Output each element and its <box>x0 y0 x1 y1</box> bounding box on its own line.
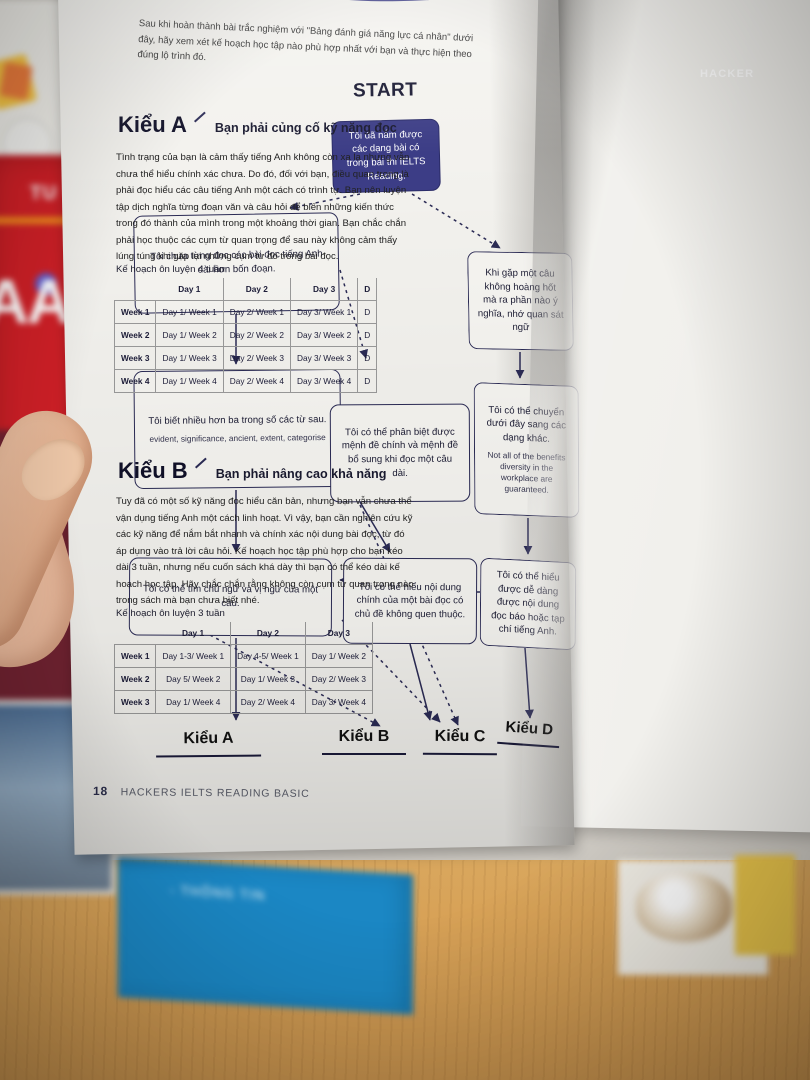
flow-node-d: Khi gặp một câu không hoàng hốt mà ra ph… <box>467 251 574 351</box>
section-b-body: Tuy đã có một số kỹ năng đọc hiểu căn bả… <box>116 496 414 606</box>
section-b-heading: Kiểu B Bạn phải nâng cao khả năng <box>118 457 387 484</box>
red-book-text-1: TU <box>30 183 58 204</box>
table-row-header: Week 3 <box>113 346 157 370</box>
table-column-header: Day 2 <box>230 622 306 645</box>
table-column-header: Day 3 <box>305 622 374 645</box>
pencil-tick-icon <box>193 111 206 123</box>
result-kieu-d: Kiểu D <box>497 718 561 749</box>
table-cell: Day 3/ Week 4 <box>304 690 374 714</box>
right-page-brand: HACKER <box>700 68 755 80</box>
result-underline <box>322 753 406 755</box>
result-kieu-b: Kiểu B <box>322 728 406 755</box>
table-row-header: Week 4 <box>113 369 157 393</box>
flow-node-e-text: Tôi có thể chuyển dưới đây sang các dạng… <box>486 404 567 445</box>
open-book: ọc tập HACKER Sau khi hoàn thành bài trắ… <box>57 0 810 880</box>
table-cell: Day 4-5/ Week 1 <box>230 644 306 668</box>
table-column-header: Day 1 <box>155 622 232 645</box>
table-cell: Day 3/ Week 3 <box>289 346 359 370</box>
table-cell: D <box>357 323 378 347</box>
table-column-header: Day 3 <box>290 278 359 301</box>
section-b-desc: Bạn phải nâng cao khả năng <box>215 467 387 481</box>
section-a-body: Tình trạng của bạn là cảm thấy tiếng Anh… <box>116 152 410 262</box>
table-cell: D <box>357 369 378 393</box>
table-cell: Day 2/ Week 3 <box>222 346 291 370</box>
pencil-tick-icon <box>194 457 207 469</box>
section-b-plan-title: Kế hoạch ôn luyện 3 tuần <box>116 608 225 619</box>
flow-node-h: Tôi có thể hiểu được dễ dàng được nội du… <box>479 557 577 651</box>
table-column-header: D <box>357 278 378 301</box>
table-cell: Day 1/ Week 4 <box>155 369 224 393</box>
flow-node-e: Tôi có thể chuyển dưới đây sang các dạng… <box>473 382 580 518</box>
flow-node-d-text: Khi gặp một câu không hoàng hốt mà ra ph… <box>477 267 564 334</box>
table-row-header: Week 2 <box>113 323 157 347</box>
table-column-header <box>114 278 156 301</box>
hand-holding-book <box>0 396 128 711</box>
table-row-header: Week 1 <box>113 300 157 324</box>
table-cell: Day 1-3/ Week 1 <box>155 644 232 668</box>
table-cell: Day 5/ Week 2 <box>155 667 232 691</box>
table-row-header: Week 3 <box>113 690 157 714</box>
table-cell: Day 1/ Week 2 <box>155 323 224 347</box>
table-cell: Day 2/ Week 4 <box>230 690 306 714</box>
book-blue-thong-tin: - THÔNG TIN <box>118 857 413 1015</box>
result-kieu-c-label: Kiểu C <box>434 727 486 746</box>
right-page-content: Kiểu A Bạn phải củng cố kỹ năng đọc Tình… <box>60 0 414 860</box>
section-a-heading: Kiểu A Bạn phải củng cố kỹ năng đọc <box>118 111 397 138</box>
table-row-header: Week 1 <box>113 644 157 668</box>
table-cell: D <box>357 346 378 370</box>
table-cell: Day 2/ Week 3 <box>304 667 374 691</box>
result-kieu-d-label: Kiểu D <box>505 718 554 739</box>
blue-book-label: - THÔNG TIN <box>170 882 266 903</box>
table-cell: Day 1/ Week 3 <box>155 346 224 370</box>
red-book-text-2: AA <box>0 268 72 337</box>
table-cell: Day 1/ Week 4 <box>155 690 232 714</box>
table-cell: Day 3/ Week 1 <box>289 300 359 324</box>
flow-node-e-english: Not all of the benefits diversity in the… <box>487 449 566 495</box>
table-cell: Day 3/ Week 4 <box>289 369 359 393</box>
table-column-header: Day 1 <box>155 278 224 301</box>
table-cell: Day 2/ Week 2 <box>222 323 291 347</box>
table-cell: Day 1/ Week 1 <box>155 300 224 324</box>
flow-node-h-text: Tôi có thể hiểu được dễ dàng được nội du… <box>491 569 565 638</box>
table-cell: D <box>357 300 378 324</box>
table-cell: Day 2/ Week 4 <box>222 369 291 393</box>
section-b-kind: Kiểu B <box>118 458 188 483</box>
section-a-plan-title: Kế hoạch ôn luyện 4 tuần <box>116 264 225 275</box>
section-a-kind: Kiểu A <box>118 112 187 137</box>
table-cell: Day 3/ Week 2 <box>289 323 359 347</box>
table-column-header: Day 2 <box>223 278 291 301</box>
table-cell: Day 1/ Week 2 <box>304 644 374 668</box>
table-cell: Day 1/ Week 3 <box>230 667 306 691</box>
result-kieu-c: Kiểu C <box>422 727 497 756</box>
section-a-desc: Bạn phải củng cố kỹ năng đọc <box>214 121 397 135</box>
book-yellow-right <box>735 855 795 955</box>
result-kieu-b-label: Kiểu B <box>338 728 390 745</box>
table-cell: Day 2/ Week 1 <box>222 300 291 324</box>
